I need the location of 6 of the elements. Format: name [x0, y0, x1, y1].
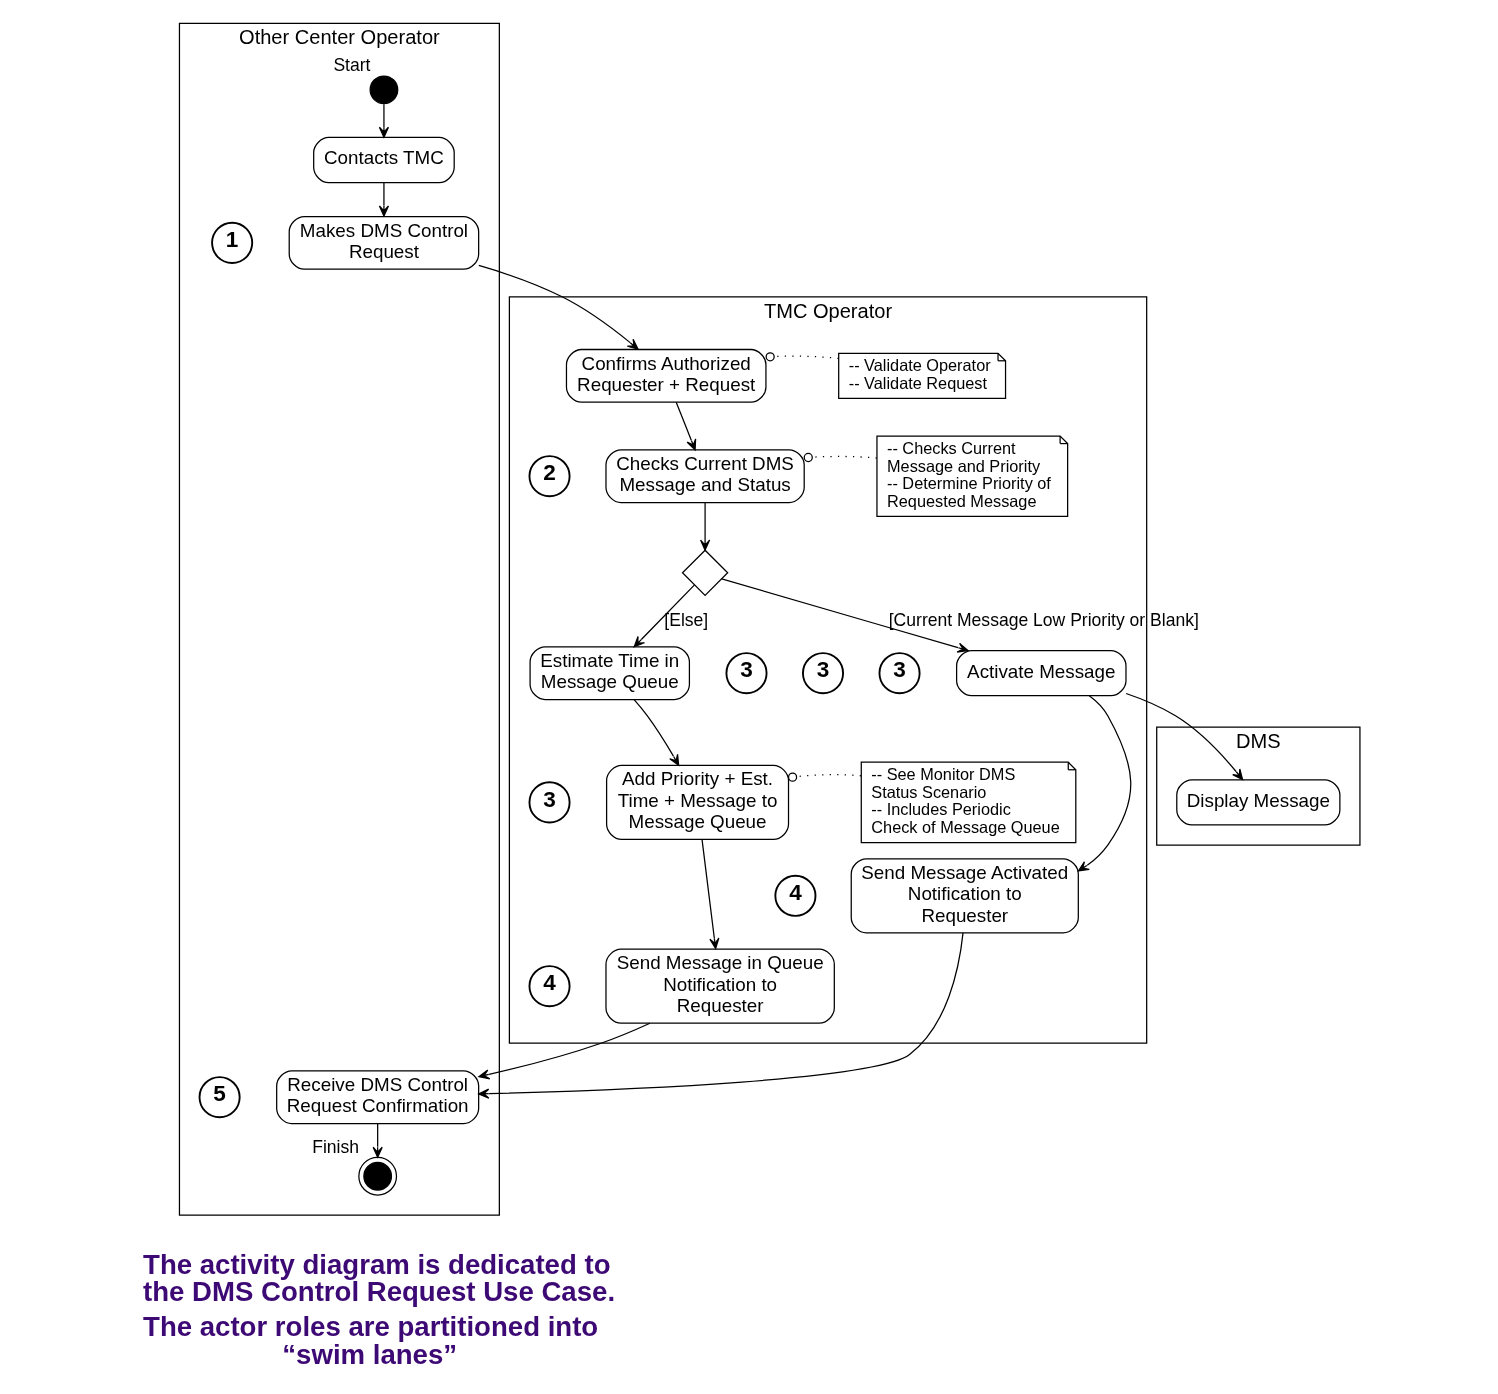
label: The actor roles are partitioned into “swim lanes”	[143, 1311, 599, 1370]
node-label: Start	[333, 55, 371, 76]
edge-label: [Current Message Low Priority or Blank]	[888, 609, 1199, 630]
edge-label: [Else]	[664, 609, 709, 630]
label: The activity diagram is dedicated to the DMS Control Request Use Case.	[143, 1248, 616, 1308]
node-label: Finish	[312, 1136, 360, 1157]
